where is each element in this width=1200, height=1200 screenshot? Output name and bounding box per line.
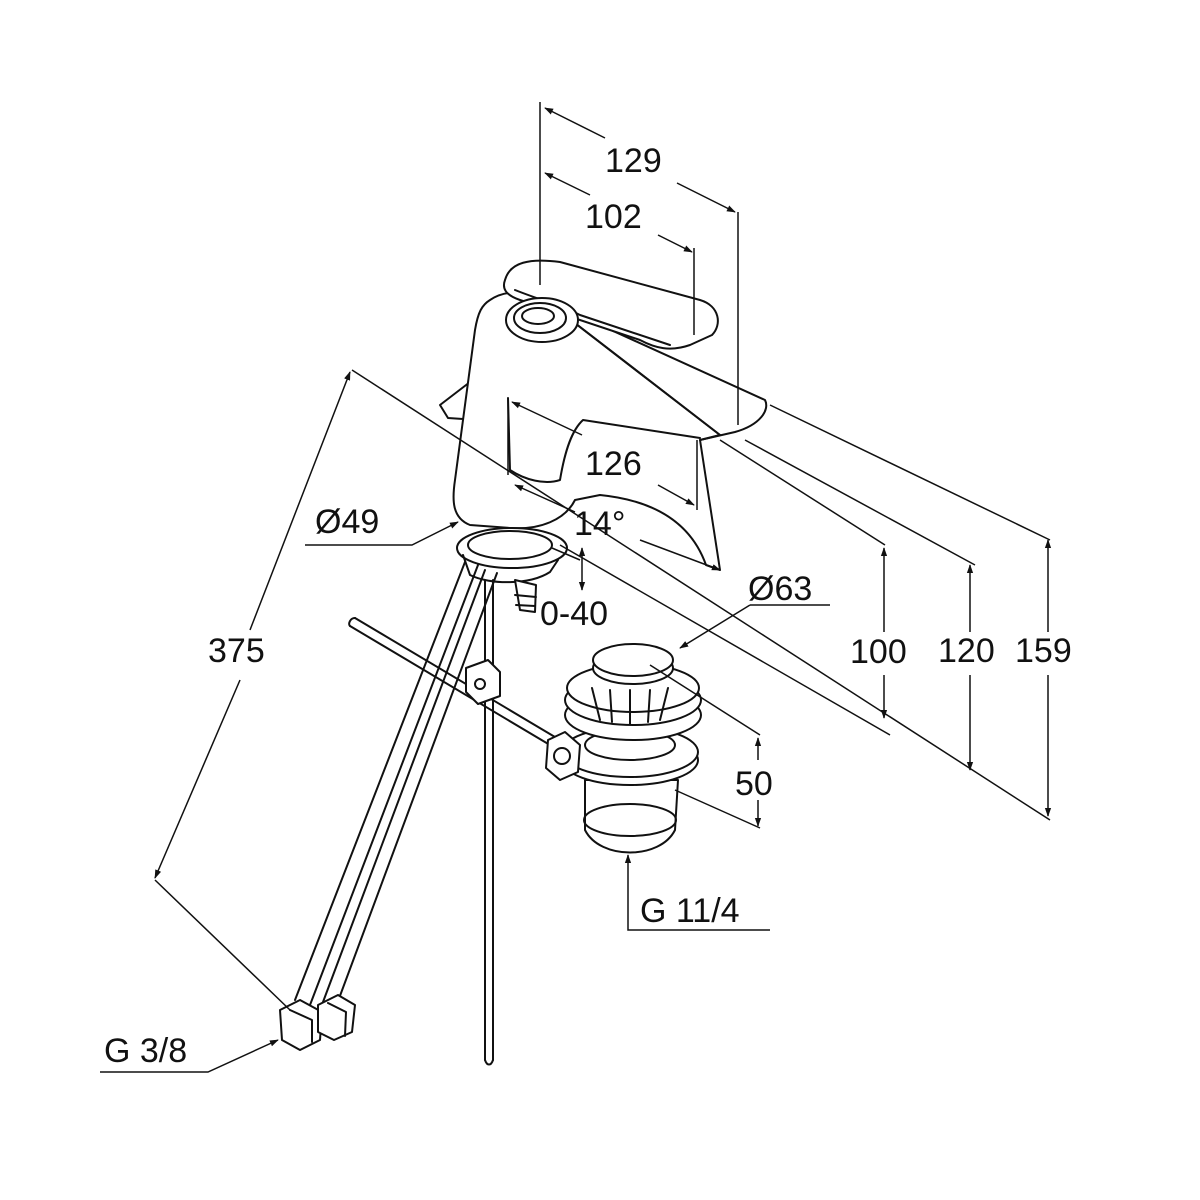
mounting-base: [456, 527, 568, 613]
height-120-label: 120: [938, 632, 995, 670]
faucet-body: [439, 291, 768, 571]
dimension-labels: 129 102 126 14° Ø49 0-40 Ø63 100 120 159…: [104, 142, 1072, 1070]
adjust-0-40-label: 0-40: [540, 595, 608, 633]
diameter-63-label: Ø63: [748, 570, 812, 608]
length-375-label: 375: [208, 632, 265, 670]
lever-handle: [502, 259, 719, 350]
angle-14-label: 14°: [574, 505, 625, 543]
pop-up-waste: [545, 643, 702, 854]
thread-g-11-4-label: G 11/4: [640, 892, 740, 930]
height-100-label: 100: [850, 633, 907, 671]
pull-rod: [348, 579, 561, 1066]
supply-hoses: [279, 561, 498, 1051]
diameter-49-label: Ø49: [315, 503, 379, 541]
dim-126-label: 126: [585, 445, 642, 483]
dim-102-label: 102: [585, 198, 642, 236]
height-50-label: 50: [735, 765, 773, 803]
height-159-label: 159: [1015, 632, 1072, 670]
dimension-lines: [100, 102, 1052, 1073]
dim-129-label: 129: [605, 142, 662, 180]
thread-g-3-8-label: G 3/8: [104, 1032, 187, 1070]
